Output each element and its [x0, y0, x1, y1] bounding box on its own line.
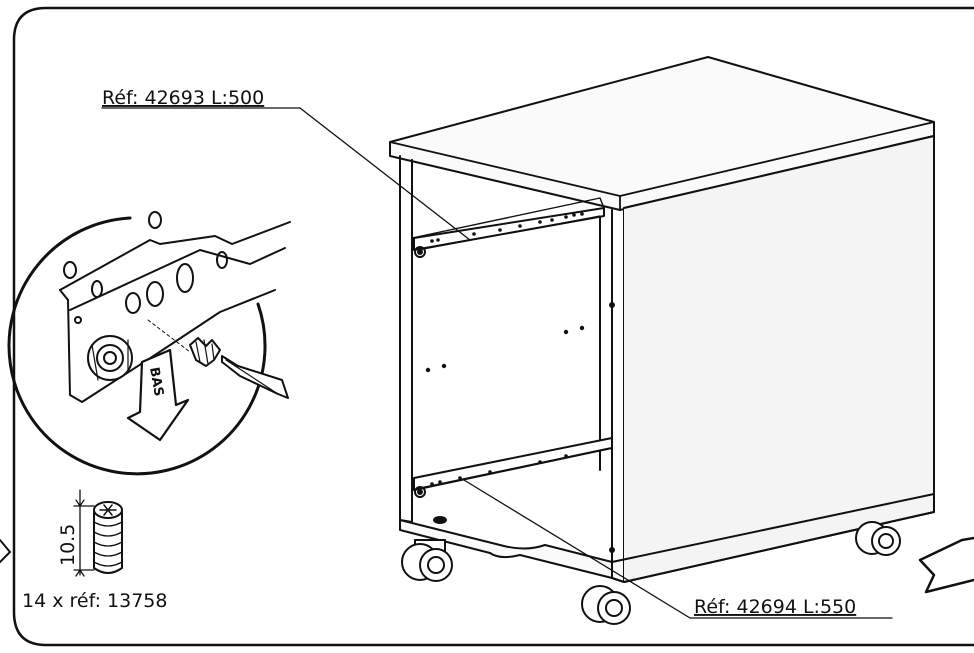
shelf-pin-holes: [425, 302, 615, 553]
right-continue-arrow-icon: [918, 536, 974, 594]
detail-circle: [7, 216, 267, 476]
bottom-slide-reference: Réf: 42694 L:550: [694, 596, 856, 618]
frame-border: [12, 6, 974, 647]
drawer-cabinet: [389, 56, 935, 625]
detail-view: BAS: [7, 211, 291, 476]
cam-dowel-hardware: 10.5 14 x réf: 13758: [22, 489, 167, 612]
top-drawer-slide: [413, 207, 605, 258]
hardware-length-label: 10.5: [57, 524, 79, 566]
screwdriver-icon: [221, 355, 289, 399]
leader-top-slide: [299, 107, 471, 241]
caster-back-right: [855, 521, 901, 556]
cabinet-left-side: [399, 155, 413, 523]
left-continue-arrow-icon: [0, 539, 11, 563]
leader-bottom-slide: [463, 479, 893, 619]
caster-front-right: [581, 585, 631, 625]
direction-label: BAS: [146, 366, 166, 398]
detail-screw-icon: [189, 337, 221, 367]
cam-dowel-icon: [93, 501, 123, 574]
bottom-drawer-slide: [413, 437, 613, 498]
down-arrow-icon: [126, 348, 190, 442]
caster-front-left: [401, 539, 453, 582]
hardware-quantity-label: 14 x réf: 13758: [22, 590, 167, 612]
cabinet-back-panel: [411, 159, 601, 519]
dimension-line: [73, 489, 95, 576]
top-slide-reference: Réf: 42693 L:500: [102, 87, 264, 109]
